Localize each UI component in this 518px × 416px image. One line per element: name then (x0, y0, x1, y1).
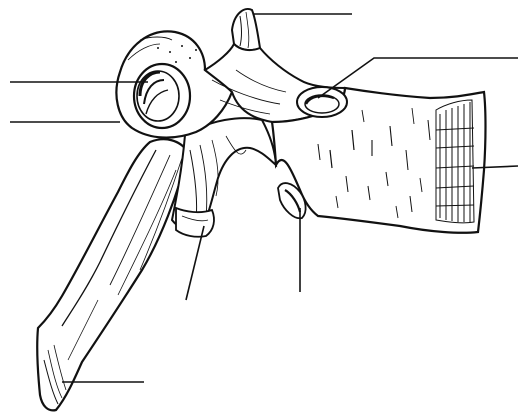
spinous-process (37, 139, 188, 410)
superior-costal-facet (297, 87, 347, 117)
transverse-costal-facet (134, 64, 190, 128)
inferior-articular-process (176, 208, 214, 237)
superior-articular-process (232, 9, 260, 50)
